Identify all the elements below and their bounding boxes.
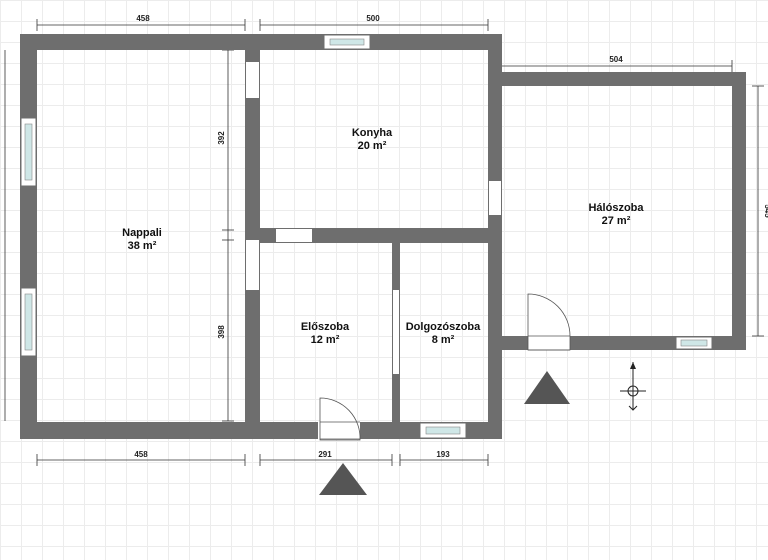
entrance-arrow-icon [319, 463, 367, 495]
window-top-konyha [323, 34, 371, 50]
dimension-label-inner-lower: 398 [217, 325, 226, 339]
room-name-konyha: Konyha [352, 127, 393, 139]
dimension-label-inner-upper: 392 [217, 131, 226, 145]
dimension-label-right-side: 545 [763, 204, 768, 218]
walls [20, 34, 746, 439]
room-name-haloszoba: Hálószoba [588, 202, 644, 214]
dimension-label-bottom-left: 458 [134, 450, 148, 459]
room-area-dolgozoszoba: 8 m² [432, 334, 455, 346]
dimension-label-bottom-middle: 291 [318, 450, 332, 459]
room-name-dolgozoszoba: Dolgozószoba [406, 321, 481, 333]
dimension-label-top-middle: 500 [366, 14, 380, 23]
bedroom-door [527, 293, 571, 351]
dimension-label-top-right: 504 [609, 55, 623, 64]
window-bottom-dolgozo [419, 422, 467, 439]
dimension-label-bottom-right: 193 [436, 450, 450, 459]
window-left-upper [20, 117, 37, 187]
window-bottom-haloszoba [675, 336, 713, 350]
room-area-eloszoba: 12 m² [311, 334, 340, 346]
room-name-eloszoba: Előszoba [301, 321, 350, 333]
room-area-konyha: 20 m² [358, 140, 387, 152]
room-name-nappali: Nappali [122, 227, 162, 239]
entrance-door [318, 397, 361, 441]
entrance-arrow-icon [524, 371, 570, 404]
room-area-nappali: 38 m² [128, 240, 157, 252]
window-left-lower [20, 287, 37, 357]
room-area-haloszoba: 27 m² [602, 215, 631, 227]
openings [246, 62, 501, 374]
compass-icon [620, 362, 646, 411]
dimension-label-top-left: 458 [136, 14, 150, 23]
windows [20, 34, 713, 439]
dimension-lines [4, 19, 764, 466]
